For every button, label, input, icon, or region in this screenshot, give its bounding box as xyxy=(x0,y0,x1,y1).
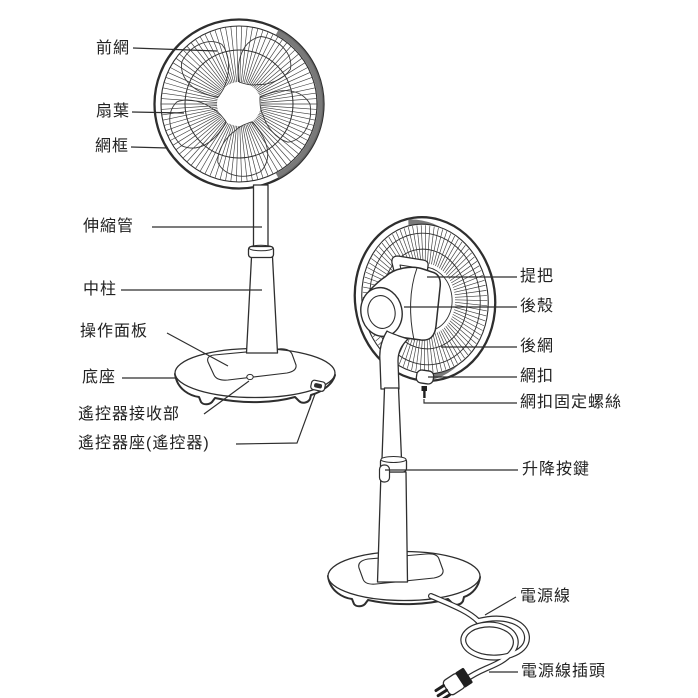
label-handle: 提把 xyxy=(520,268,555,285)
lower-pole xyxy=(376,471,409,583)
motor-housing xyxy=(360,255,442,341)
label-base: 底座 xyxy=(82,369,117,386)
fan-hub xyxy=(218,83,260,125)
center-pole-shape xyxy=(245,256,279,354)
label-center-pole: 中柱 xyxy=(83,281,118,298)
front-fan-base xyxy=(174,347,336,406)
front-guard-spokes xyxy=(161,25,317,183)
leader-remote-holder xyxy=(235,393,316,445)
label-guard-frame: 網框 xyxy=(95,138,130,155)
label-power-cord: 電源線 xyxy=(520,588,572,605)
label-rear-shell: 後殼 xyxy=(520,298,555,315)
guard-clip-shape xyxy=(415,369,435,385)
base-top xyxy=(174,347,336,399)
label-power-plug: 電源線插頭 xyxy=(521,663,607,680)
label-fan-blade: 扇葉 xyxy=(96,103,131,120)
clip-screw xyxy=(421,386,427,398)
label-remote-holder: 遙控器座(遙控器) xyxy=(78,435,210,452)
label-control-panel: 操作面板 xyxy=(80,323,149,340)
pole-collar xyxy=(247,245,275,259)
power-plug-drawing xyxy=(434,667,473,698)
lift-button-shape xyxy=(378,464,391,483)
label-remote-receiver: 遙控器接收部 xyxy=(78,406,181,423)
leader-guard-clip-screw xyxy=(423,399,517,404)
remote-holder-slot xyxy=(310,379,326,392)
front-guard-rim-shading xyxy=(275,29,324,179)
label-guard-clip-screw: 網扣固定螺絲 xyxy=(520,394,623,411)
leader-fan-blade xyxy=(131,111,185,114)
label-guard-clip: 網扣 xyxy=(520,368,555,385)
fan-blades xyxy=(169,36,312,177)
leader-control-panel xyxy=(166,332,229,367)
leader-guard-frame xyxy=(130,146,169,149)
label-lift-button: 升降按鍵 xyxy=(522,461,591,478)
remote-receiver-dot xyxy=(246,373,254,381)
power-cord-drawing xyxy=(428,593,531,683)
label-rear-guard: 後網 xyxy=(520,338,555,355)
base-panel-outline xyxy=(358,553,444,585)
leader-power-cord xyxy=(484,596,517,616)
label-front-guard: 前網 xyxy=(96,40,131,57)
rear-fan-pole xyxy=(376,330,409,583)
telescopic-tube-shape xyxy=(252,184,269,248)
front-fan-head xyxy=(153,18,325,190)
leader-lines xyxy=(121,47,518,673)
neck xyxy=(379,330,409,390)
label-telescopic-tube: 伸縮管 xyxy=(83,218,135,235)
control-panel-outline xyxy=(207,348,297,381)
leader-remote-receiver xyxy=(203,380,250,415)
front-fan-pole xyxy=(245,184,279,354)
upper-pole xyxy=(381,387,403,460)
leader-front-guard xyxy=(132,47,218,52)
